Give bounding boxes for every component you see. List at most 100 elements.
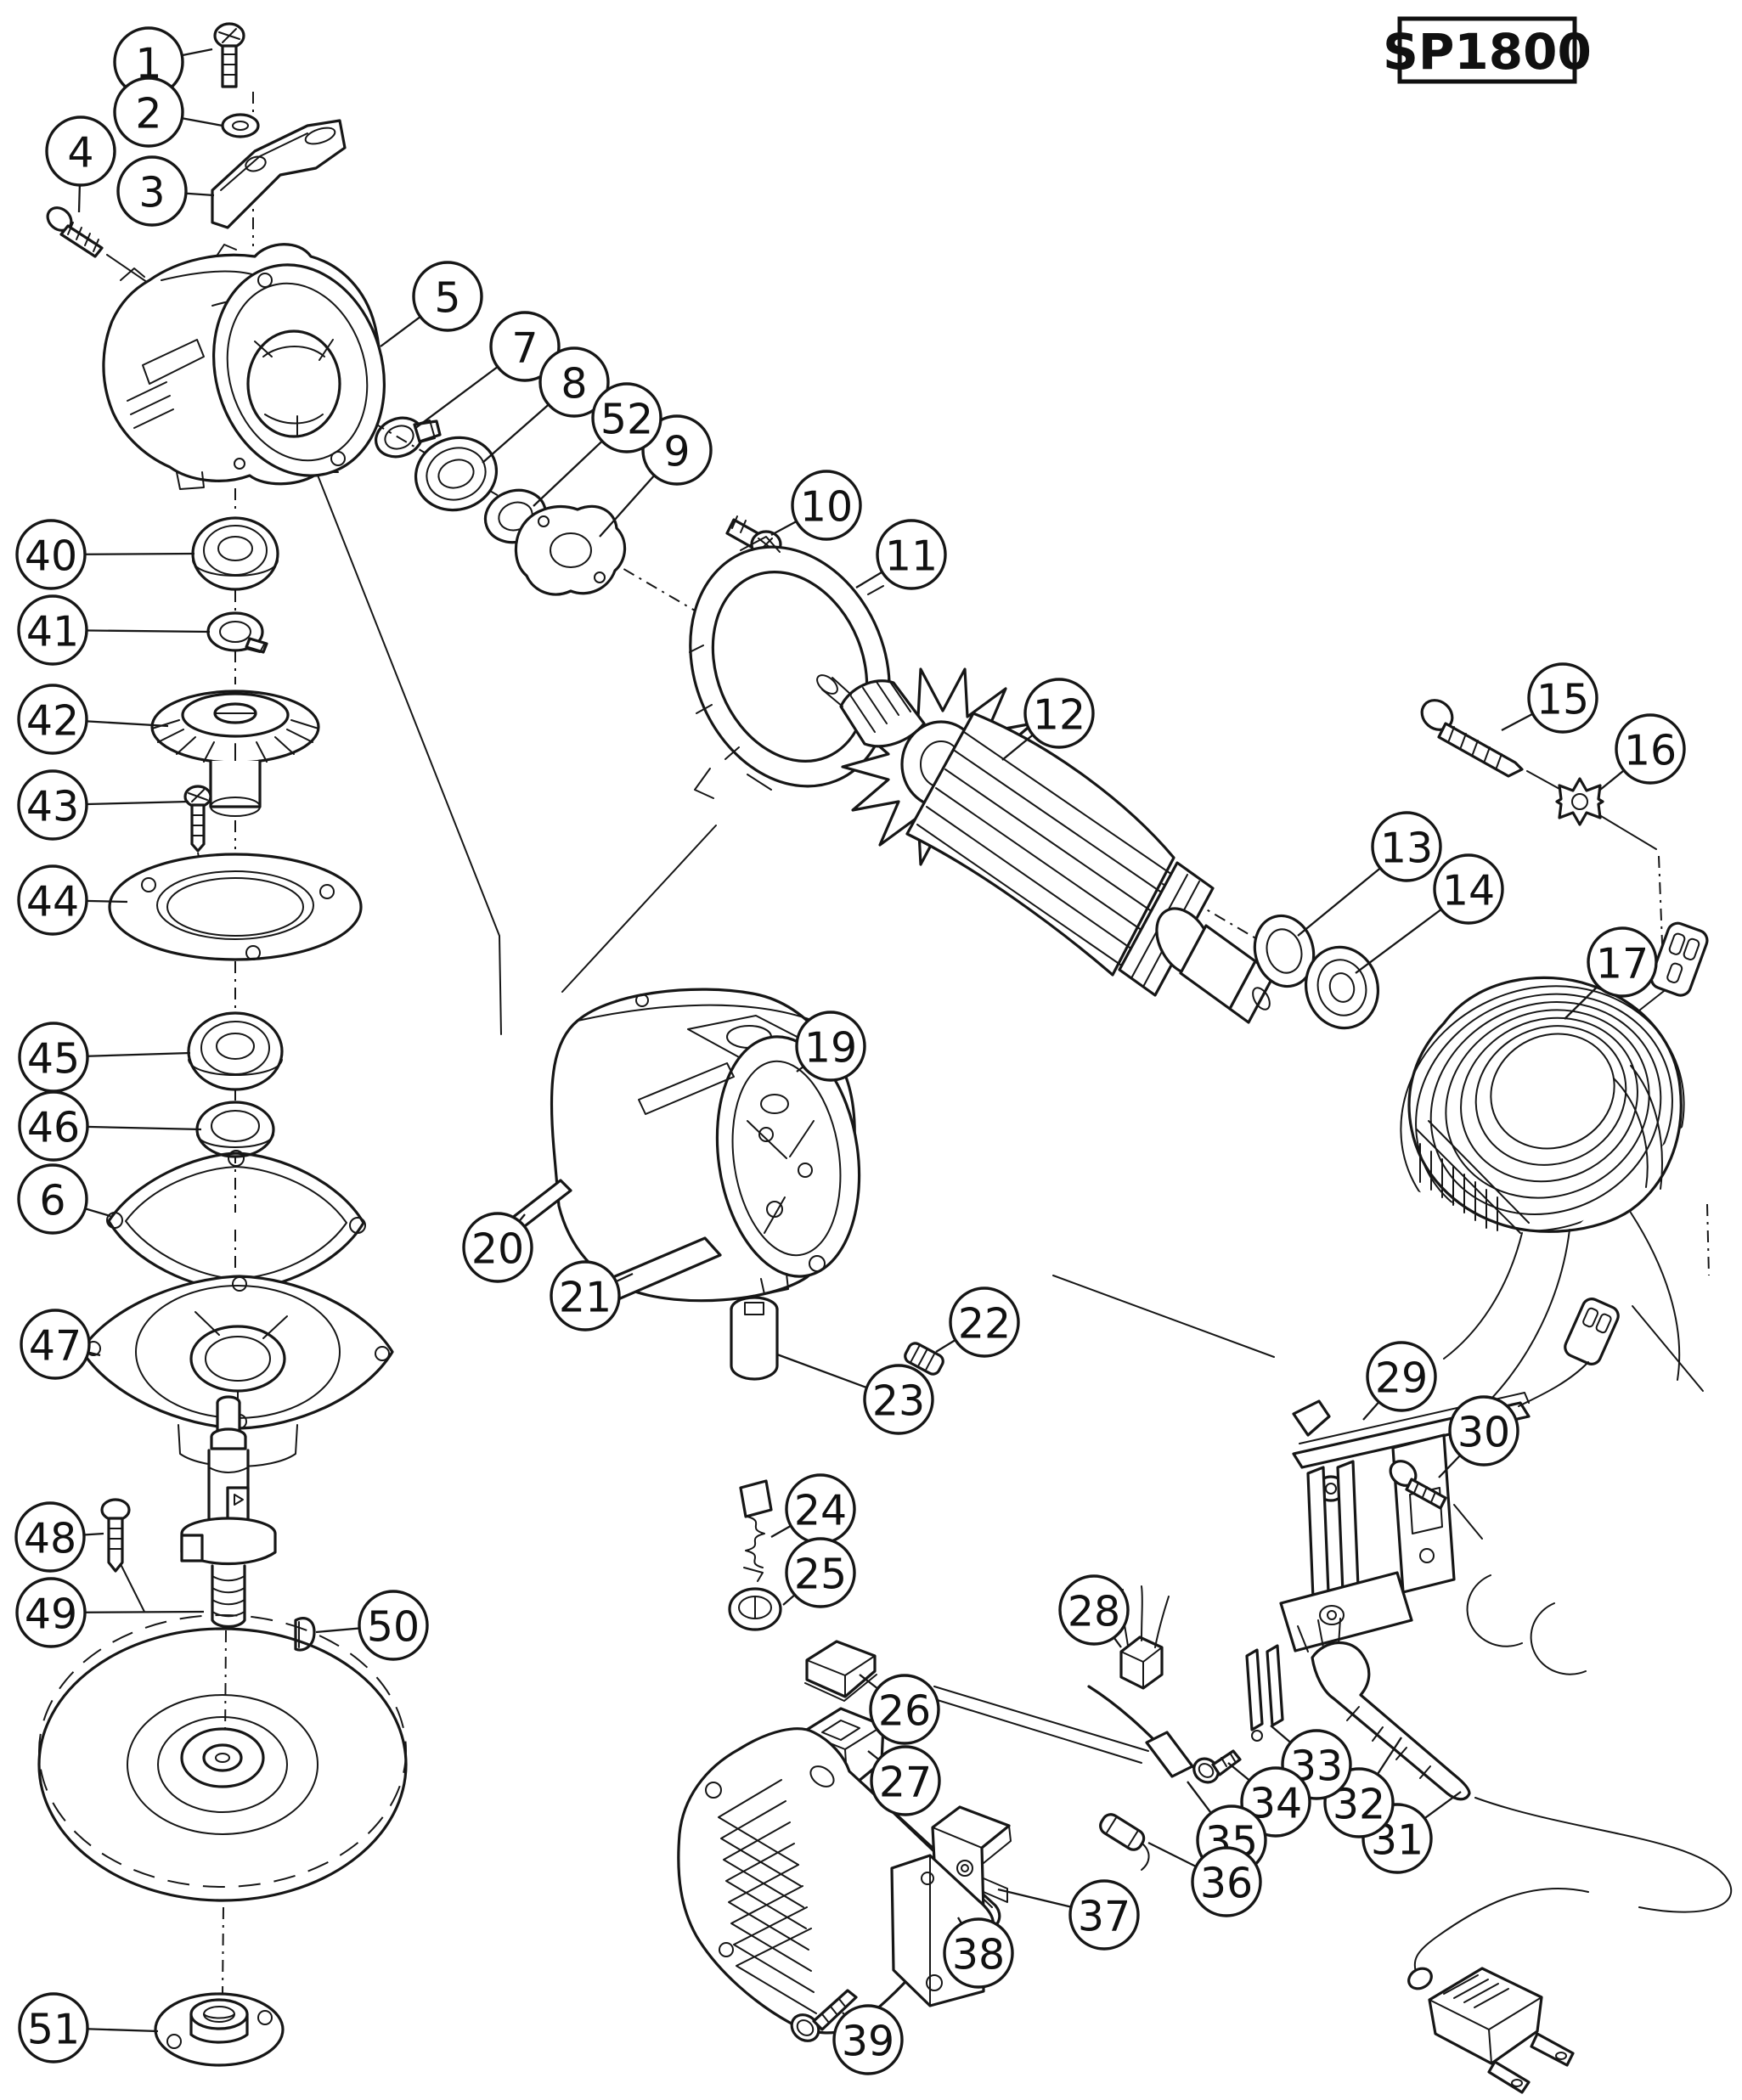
callout-40: 40 (15, 519, 195, 590)
callout-6: 6 (17, 1163, 111, 1235)
brush-cap-25 (728, 1587, 782, 1631)
callout-29: 29 (1362, 1341, 1437, 1421)
field-stator-17 (1400, 921, 1709, 1400)
spindle-49 (180, 1395, 277, 1629)
svg-text:12: 12 (1033, 691, 1085, 740)
callout-13: 13 (1297, 811, 1442, 937)
switch-button-26 (804, 1640, 877, 1702)
callout-12: 12 (1001, 678, 1095, 761)
callout-25: 25 (782, 1537, 856, 1608)
callout-47: 47 (20, 1309, 101, 1380)
svg-text:20: 20 (471, 1225, 524, 1274)
svg-text:21: 21 (559, 1274, 612, 1322)
ball-bearing-14 (1304, 945, 1380, 1030)
callout-37: 37 (997, 1879, 1140, 1951)
callout-23: 23 (776, 1353, 934, 1435)
set-screw-22 (904, 1342, 944, 1376)
svg-text:50: 50 (367, 1603, 420, 1652)
callout-11: 11 (855, 519, 947, 590)
svg-text:40: 40 (25, 532, 77, 581)
callout-2: 2 (113, 76, 223, 148)
model-badge-frame (1397, 16, 1577, 84)
callout-31: 31 (1361, 1791, 1462, 1874)
svg-text:15: 15 (1536, 676, 1589, 724)
callout-21: 21 (550, 1260, 634, 1332)
svg-text:27: 27 (879, 1759, 932, 1807)
svg-text:43: 43 (26, 783, 79, 831)
callout-4: 4 (45, 115, 116, 213)
svg-text:9: 9 (663, 428, 690, 476)
tapping-screw-4 (46, 206, 104, 258)
armature-12 (816, 667, 1276, 1024)
callout-45: 45 (18, 1022, 191, 1093)
svg-text:46: 46 (27, 1104, 80, 1152)
flat-washer-13 (1253, 914, 1316, 988)
svg-text:4: 4 (67, 129, 93, 177)
cord-31 (1413, 1797, 1733, 1973)
clamp-bar-3 (211, 119, 347, 229)
lead-wires-35 (928, 1685, 1200, 1779)
callout-27: 27 (867, 1745, 941, 1816)
callout-15: 15 (1501, 662, 1598, 734)
callout-10: 10 (770, 470, 862, 541)
callout-7: 7 (414, 311, 561, 430)
svg-text:52: 52 (600, 396, 653, 444)
noise-suppressor-36 (1099, 1813, 1150, 1871)
svg-text:2: 2 (135, 90, 161, 138)
motor-housing-19 (550, 988, 861, 1303)
svg-text:25: 25 (794, 1551, 847, 1599)
star-lock-washer-16 (1555, 777, 1604, 826)
callout-43: 43 (17, 769, 189, 841)
callout-28: 28 (1058, 1574, 1130, 1648)
svg-text:6: 6 (39, 1177, 65, 1225)
svg-text:48: 48 (24, 1515, 76, 1563)
ball-bearing-40 (191, 516, 279, 591)
callout-52: 52 (533, 382, 662, 507)
gear-housing-5 (102, 243, 386, 490)
svg-text:28: 28 (1068, 1588, 1120, 1636)
svg-text:47: 47 (29, 1322, 82, 1371)
svg-text:16: 16 (1624, 727, 1677, 775)
callout-20: 20 (462, 1212, 533, 1283)
callout-9: 9 (599, 414, 713, 538)
svg-text:7: 7 (511, 324, 538, 373)
field-terminal (1649, 921, 1709, 997)
ball-bearing-8 (414, 436, 499, 512)
svg-text:44: 44 (26, 878, 79, 926)
svg-text:24: 24 (794, 1487, 847, 1535)
tapping-screw-48 (100, 1498, 131, 1573)
callout-17: 17 (1564, 926, 1658, 1020)
fan-cover-11 (689, 536, 891, 799)
cord-clip-33 (1245, 1644, 1284, 1742)
brush-spring-24 (739, 1479, 773, 1582)
callout-38: 38 (943, 1917, 1014, 1989)
tapping-screw-30 (1389, 1460, 1447, 1510)
svg-text:8: 8 (561, 360, 587, 408)
bearing-retainer-9 (514, 504, 627, 596)
callout-48: 48 (14, 1501, 104, 1573)
callout-51: 51 (18, 1992, 159, 2063)
gasket-6 (106, 1150, 366, 1294)
ball-bearing-45 (187, 1011, 284, 1091)
svg-text:38: 38 (952, 1931, 1005, 1979)
callout-5: 5 (380, 261, 483, 347)
model-badge-label: SP1800 (1383, 23, 1592, 81)
power-plug (1407, 1967, 1575, 2094)
seal-ring-46 (195, 1101, 275, 1158)
callout-3: 3 (116, 155, 215, 227)
callout-44: 44 (17, 864, 128, 936)
callout-layer: 1234567891011121314151617192021222324252… (14, 26, 1686, 2075)
callout-42: 42 (17, 684, 169, 755)
svg-text:49: 49 (25, 1590, 77, 1639)
svg-text:17: 17 (1596, 940, 1649, 988)
callout-30: 30 (1438, 1395, 1519, 1478)
bearing-retainer-44 (108, 853, 363, 961)
callout-14: 14 (1355, 853, 1504, 974)
screw-43 (183, 785, 212, 853)
svg-text:45: 45 (27, 1035, 80, 1084)
callout-24: 24 (770, 1473, 856, 1545)
svg-text:26: 26 (878, 1687, 931, 1736)
callout-8: 8 (482, 346, 610, 464)
callout-46: 46 (18, 1090, 202, 1162)
